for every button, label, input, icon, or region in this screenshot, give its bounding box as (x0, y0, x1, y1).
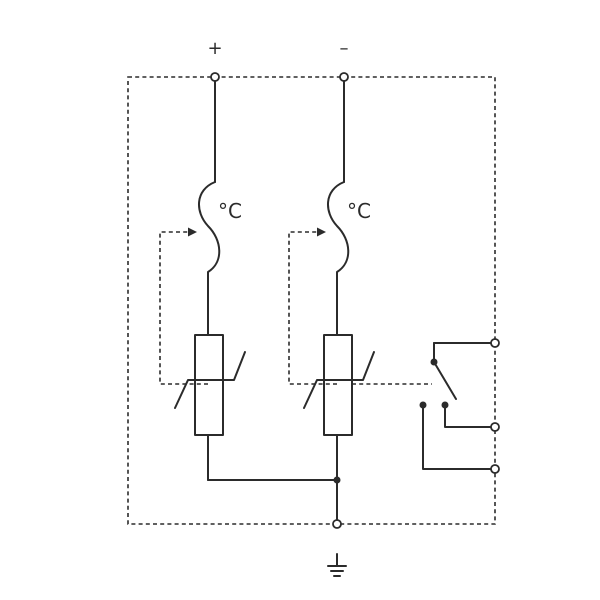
left-fuse-label: °C (218, 199, 242, 223)
ground-icon (327, 553, 347, 577)
contact-nc-wire (444, 404, 496, 428)
contact-terminal-no (490, 464, 500, 474)
right-branch: °C (288, 76, 375, 525)
contact-terminal-nc (490, 422, 500, 432)
contact-switch-arm (433, 361, 457, 400)
contact-no-wire (422, 404, 496, 470)
right-varistor-curve (303, 351, 375, 409)
enclosure-outline (127, 76, 496, 525)
negative-terminal (339, 72, 349, 82)
right-thermal-fuse (327, 181, 350, 336)
contact-terminal-common (490, 338, 500, 348)
right-varistor (323, 334, 353, 436)
left-thermal-arrowhead (188, 227, 197, 237)
negative-terminal-label: – (340, 38, 349, 59)
remote-contact (419, 342, 496, 470)
positive-terminal (210, 72, 220, 82)
common-junction-dot (333, 476, 341, 484)
left-thermal-link (159, 231, 208, 385)
earth-terminal (332, 519, 342, 529)
positive-terminal-label: + (207, 38, 222, 59)
right-fuse-label: °C (347, 199, 371, 223)
right-thermal-arrowhead (317, 227, 326, 237)
left-branch: °C (159, 76, 246, 481)
left-varistor (194, 334, 224, 436)
left-varistor-curve (174, 351, 246, 409)
right-thermal-link (288, 231, 337, 385)
left-thermal-fuse (198, 181, 221, 336)
